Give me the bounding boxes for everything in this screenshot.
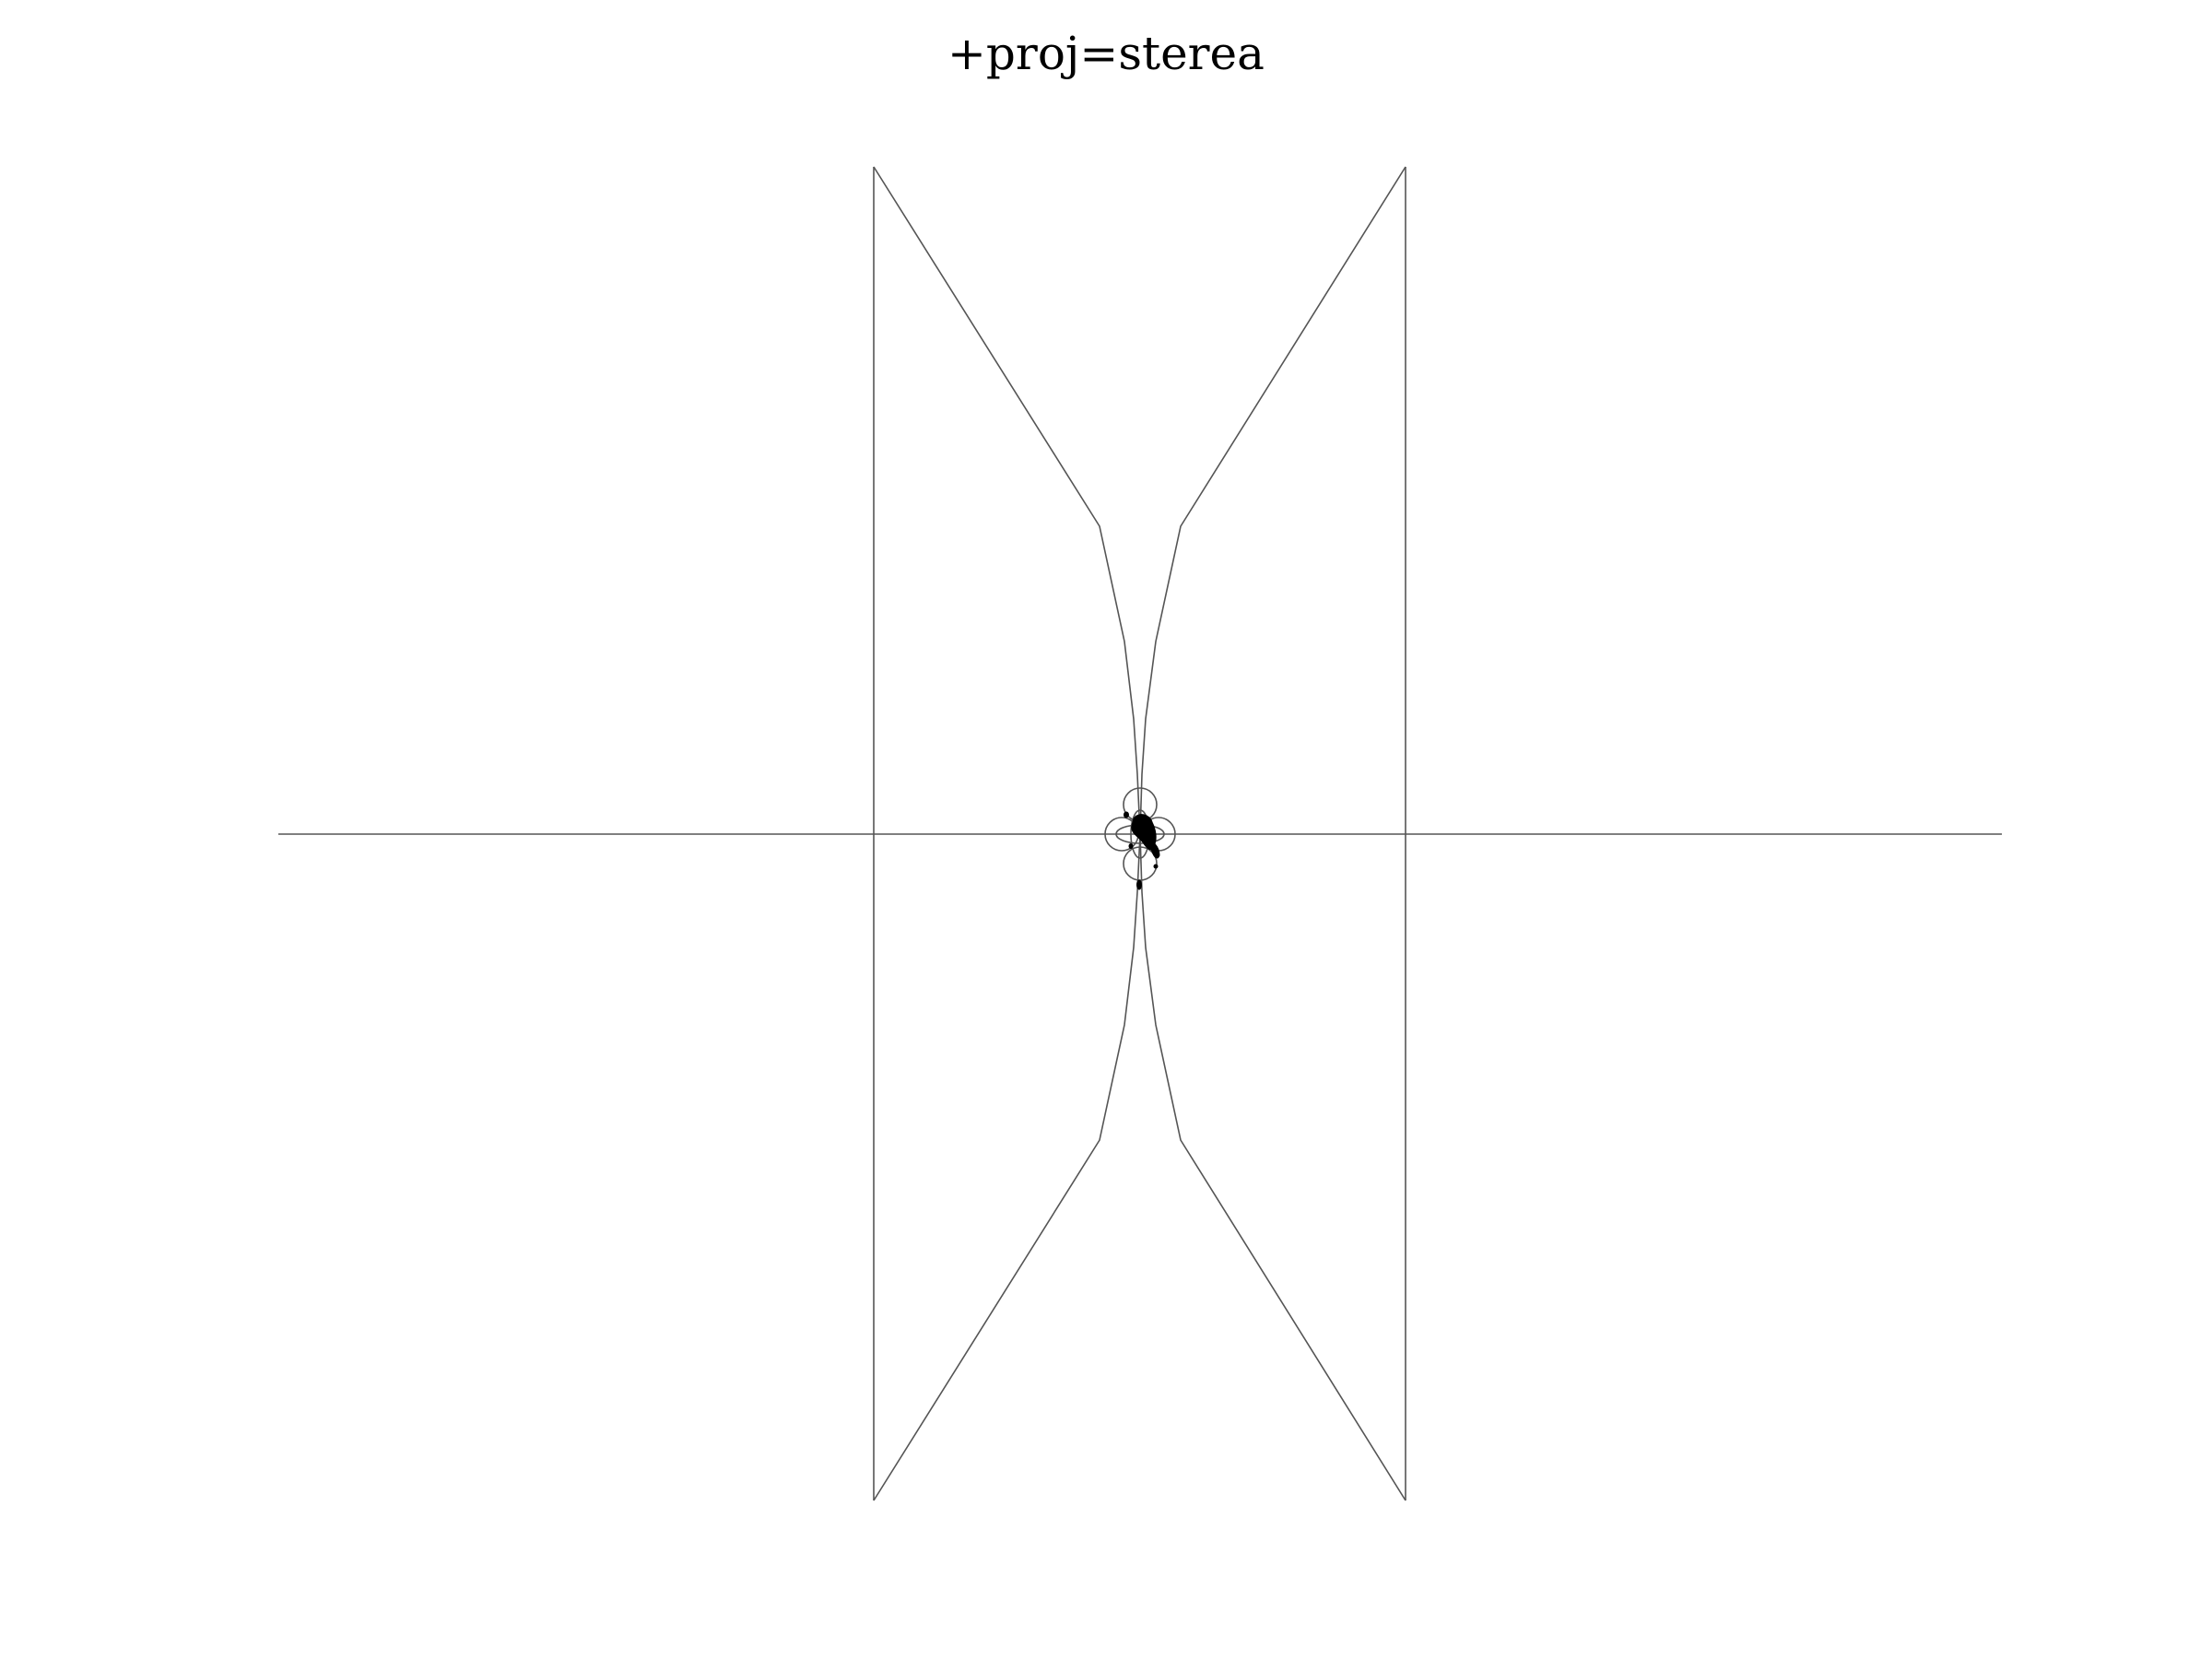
landmass-island-2 [1136, 879, 1142, 890]
landmass [1124, 811, 1160, 890]
meridian-upper-left [873, 166, 1141, 835]
map-title: +proj=sterea [947, 27, 1265, 80]
meridian-lower-right [1139, 833, 1406, 1501]
landmass-island-4 [1128, 843, 1134, 849]
landmass-island-3 [1153, 864, 1159, 869]
landmass-secondary [1145, 835, 1160, 859]
landmass-island-1 [1124, 811, 1129, 818]
meridian-lower-left [873, 833, 1141, 1501]
meridian-upper-right [1139, 166, 1406, 835]
